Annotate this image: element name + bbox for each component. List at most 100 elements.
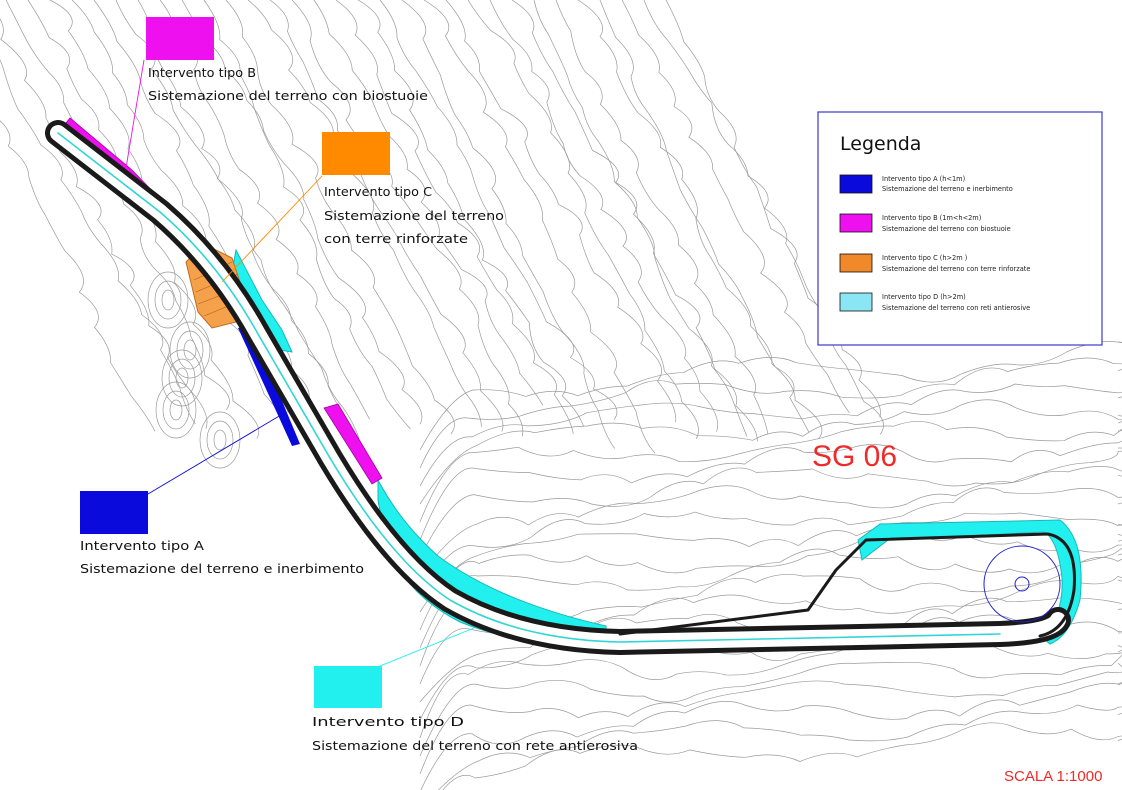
contour-line (577, 0, 823, 440)
legend-box: Legenda Intervento tipo A (h<1m) Sistema… (817, 111, 1103, 346)
legend-item-tipo-c-desc: Sistemazione del terreno con terre rinfo… (882, 265, 1030, 273)
contour-line (137, 0, 360, 439)
contour-line (419, 383, 1122, 487)
contour-line (419, 421, 1122, 523)
contour-line (419, 640, 1122, 739)
contour-line (555, 0, 769, 435)
contour-line (291, 0, 524, 437)
contour-line (379, 0, 618, 420)
legend-item-tipo-a-title: Intervento tipo A (h<1m) (882, 175, 965, 183)
contour-line (420, 681, 1122, 790)
contour-line (213, 429, 227, 451)
callout-leaders (125, 59, 475, 667)
contour-line (419, 487, 1122, 595)
contour-line (183, 339, 197, 361)
swatch-callout-tipo-a (80, 491, 148, 534)
contour-line (665, 0, 884, 435)
contour-line (419, 447, 1122, 559)
callout-tipo-a-desc: Sistemazione del terreno e inerbimento (80, 562, 364, 576)
callout-tipo-c-title: Intervento tipo C (324, 185, 432, 199)
contour-line (442, 722, 1122, 790)
callout-tipo-b-title: Intervento tipo B (148, 66, 256, 80)
callout-tipo-c-desc-1: Sistemazione del terreno (324, 209, 504, 223)
contour-line (419, 466, 1122, 577)
contour-line (419, 649, 1122, 757)
leader-tipo-b (125, 59, 145, 169)
leader-tipo-c (221, 175, 323, 283)
contour-line (335, 0, 574, 435)
contour-line (419, 531, 1122, 631)
contour-line (161, 349, 203, 407)
contour-line (467, 0, 699, 440)
legend-swatch-tipo-c (839, 253, 873, 273)
contour-line (181, 0, 423, 425)
contour-line (438, 704, 1122, 790)
contour-line (401, 0, 615, 449)
contour-line (175, 367, 189, 389)
swatch-callout-tipo-c (322, 132, 390, 175)
callout-tipo-c-desc-2: con terre rinforzate (324, 232, 468, 246)
contour-line (155, 381, 197, 439)
road-spur-edge (618, 532, 1076, 638)
leader-tipo-d (379, 627, 475, 667)
scale-label: SCALA 1:1000 (1004, 768, 1102, 785)
contour-line (203, 0, 411, 430)
legend-item-tipo-d-title: Intervento tipo D (h>2m) (882, 293, 966, 301)
legend-swatch-tipo-d (839, 292, 873, 312)
contour-line (0, 59, 196, 425)
callout-tipo-d-title: Intervento tipo D (312, 715, 464, 729)
swatch-callout-tipo-b (146, 17, 214, 60)
road-alignment (45, 120, 1076, 655)
callout-tipo-a-label: Intervento tipo A Sistemazione del terre… (80, 539, 364, 576)
callout-tipo-b-desc: Sistemazione del terreno con biostuoie (148, 89, 428, 103)
contour-line (169, 399, 183, 421)
contour-line (225, 0, 455, 435)
legend-item-tipo-c-title: Intervento tipo C (h>2m ) (882, 254, 967, 262)
contour-line (419, 341, 1122, 451)
legend-item-tipo-b-title: Intervento tipo B (1m<h<2m) (882, 214, 981, 222)
turning-circle-inner (1014, 576, 1030, 592)
contour-line (0, 18, 208, 429)
legend-item-tipo-d-desc: Sistemazione del terreno con reti antier… (882, 304, 1030, 312)
contour-line (511, 0, 748, 437)
legend-swatch-tipo-b (839, 213, 873, 233)
contour-line (169, 321, 211, 379)
contour-line (162, 390, 190, 430)
contour-line (621, 0, 850, 413)
contour-line (115, 0, 349, 423)
turning-circle-outer (983, 545, 1061, 623)
callout-tipo-b-label: Intervento tipo B Sistemazione del terre… (148, 66, 428, 103)
contour-line (419, 399, 1122, 505)
contour-line (419, 540, 1122, 649)
contour-line (0, 120, 156, 432)
callout-tipo-d-desc: Sistemazione del terreno con rete antier… (312, 739, 638, 753)
contour-line (176, 330, 204, 370)
road-centerline (57, 132, 1001, 643)
contour-line (313, 0, 544, 406)
contour-line (419, 430, 1122, 541)
area-tipo-b-middle (323, 403, 383, 485)
contour-line (533, 0, 758, 442)
contour-line (206, 420, 234, 460)
site-id-label: SG 06 (812, 440, 897, 473)
contour-line (419, 662, 1122, 775)
legend-title: Legenda (840, 133, 921, 155)
contour-line (643, 0, 881, 418)
callout-tipo-d-label: Intervento tipo D Sistemazione del terre… (312, 715, 638, 753)
contour-line (199, 411, 241, 469)
callout-tipo-c-label: Intervento tipo C Sistemazione del terre… (324, 185, 504, 246)
contour-line (147, 271, 189, 329)
legend-item-tipo-a-desc: Sistemazione del terreno e inerbimento (882, 185, 1013, 193)
legend-swatch-tipo-a (839, 174, 873, 194)
contour-line (247, 0, 482, 427)
contour-line (419, 357, 1122, 469)
contour-line (445, 0, 677, 423)
callout-tipo-a-title: Intervento tipo A (80, 539, 205, 553)
contour-line (168, 358, 196, 398)
swatch-callout-tipo-d (314, 666, 382, 708)
contour-line (154, 280, 182, 320)
area-tipo-a-slope (238, 326, 300, 446)
contour-line (599, 0, 810, 433)
contour-line (159, 0, 370, 420)
